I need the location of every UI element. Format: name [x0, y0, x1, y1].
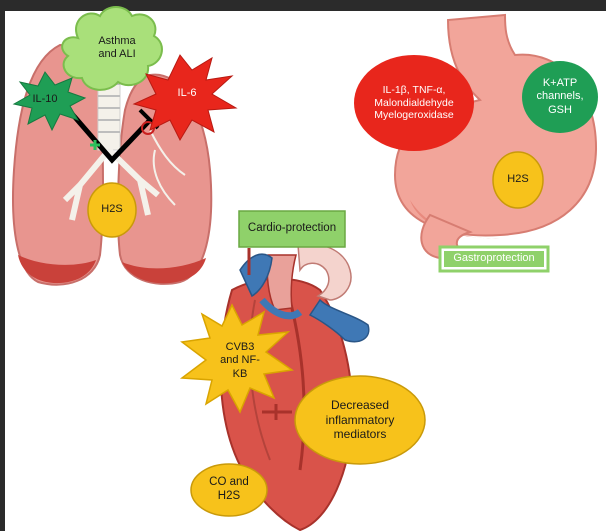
gastroprotection-label: Gastroprotection [444, 251, 544, 267]
il6-label: IL-6 [162, 84, 212, 104]
lung-h2s-label: H2S [88, 198, 136, 222]
il10-label: IL-10 [24, 90, 66, 110]
stomach-h2s-label: H2S [494, 168, 542, 192]
cardio-protection-label: Cardio-protection [239, 211, 345, 247]
